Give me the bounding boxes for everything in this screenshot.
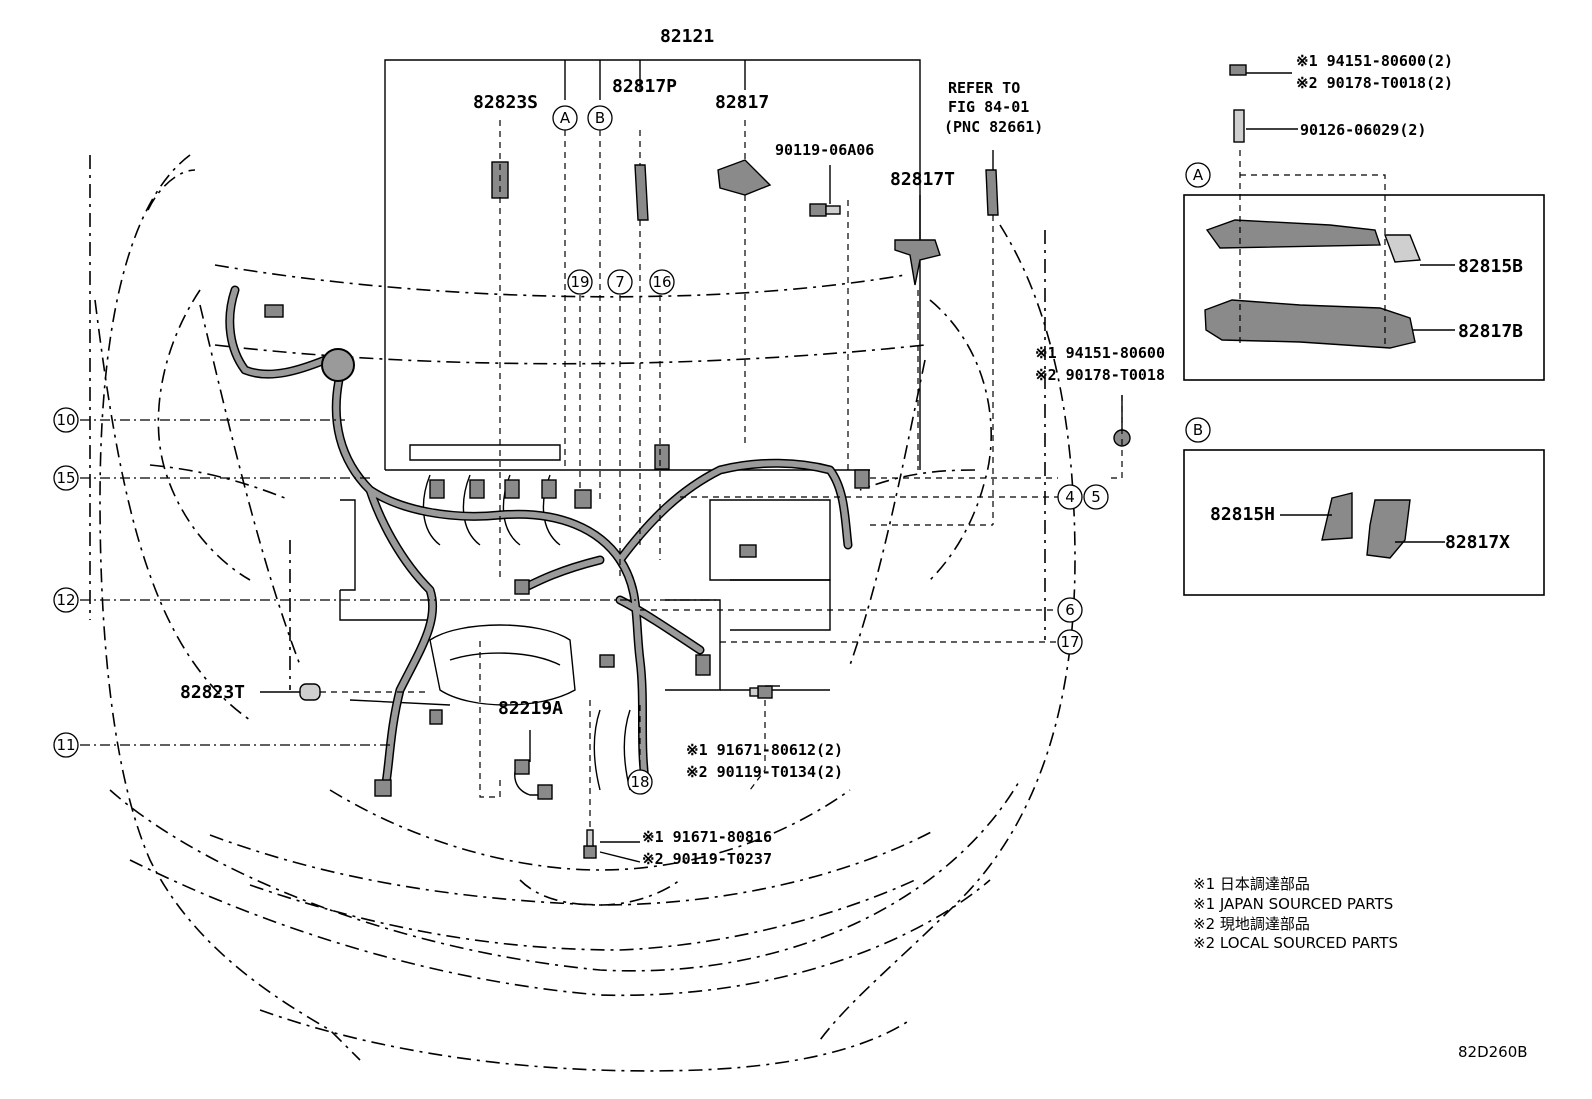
detail-box-a [1183, 150, 1545, 381]
legend-line-4: ※2 LOCAL SOURCED PARTS [1193, 934, 1398, 952]
circle-15: 15 [53, 465, 79, 491]
part-82817-icon [717, 159, 772, 196]
label-mid-2: ※2 90178-T0018 [1035, 366, 1165, 384]
label-low-2: ※2 90119-T0134(2) [686, 763, 843, 781]
circle-a: A [552, 105, 578, 131]
callout-circles: A B 19 7 16 10 15 12 11 4 5 6 17 18 A B [53, 105, 1211, 795]
label-low-1: ※1 91671-80612(2) [686, 741, 843, 759]
legend: ※1 日本調達部品 ※1 JAPAN SOURCED PARTS ※2 現地調達… [1193, 875, 1398, 952]
legend-line-3: ※2 現地調達部品 [1193, 915, 1310, 933]
svg-text:B: B [1193, 421, 1203, 439]
circle-17: 17 [1057, 629, 1083, 655]
circle-11: 11 [53, 732, 79, 758]
svg-text:11: 11 [56, 736, 75, 754]
part-labels: 82121 82823S 82817P 82817 82817T REFER T… [180, 26, 1523, 868]
label-82815b: 82815B [1458, 256, 1523, 277]
circle-12: 12 [53, 587, 79, 613]
svg-text:17: 17 [1060, 633, 1079, 651]
circle-6: 6 [1057, 597, 1083, 623]
svg-text:10: 10 [56, 411, 75, 429]
circle-10: 10 [53, 407, 79, 433]
wire-harness [225, 285, 870, 800]
part-82823t-icon [299, 683, 321, 701]
label-top-2: ※2 90178-T0018(2) [1296, 74, 1453, 92]
circle-b: B [587, 105, 613, 131]
label-refer-3: (PNC 82661) [944, 118, 1043, 136]
stud-top-icon [1233, 109, 1245, 143]
circle-box-b: B [1185, 417, 1211, 443]
svg-text:12: 12 [56, 591, 75, 609]
label-82121: 82121 [660, 26, 714, 47]
label-82823t: 82823T [180, 682, 245, 703]
svg-text:B: B [595, 109, 605, 127]
legend-line-2: ※1 JAPAN SOURCED PARTS [1193, 895, 1393, 913]
svg-text:19: 19 [570, 273, 589, 291]
label-82817p: 82817P [612, 76, 677, 97]
label-top-3: 90126-06029(2) [1300, 121, 1426, 139]
circle-4: 4 [1057, 484, 1083, 510]
label-82817t: 82817T [890, 169, 955, 190]
diagram-code: 82D260B [1458, 1043, 1528, 1061]
label-bot-1: ※1 91671-80816 [642, 828, 772, 846]
label-refer-2: FIG 84-01 [948, 98, 1029, 116]
legend-line-1: ※1 日本調達部品 [1193, 875, 1310, 893]
svg-text:5: 5 [1091, 488, 1101, 506]
label-90119-06a06: 90119-06A06 [775, 141, 874, 159]
label-82815h: 82815H [1210, 504, 1275, 525]
svg-text:18: 18 [630, 773, 649, 791]
label-refer-1: REFER TO [948, 79, 1020, 97]
part-82817t-icon [894, 239, 941, 286]
nut-top-icon [1229, 64, 1247, 76]
svg-text:16: 16 [652, 273, 671, 291]
label-82823s: 82823S [473, 92, 538, 113]
circle-19: 19 [567, 269, 593, 295]
label-82219a: 82219A [498, 698, 563, 719]
label-mid-1: ※1 94151-80600 [1035, 344, 1165, 362]
label-82817x: 82817X [1445, 532, 1510, 553]
circle-18: 18 [627, 769, 653, 795]
svg-text:6: 6 [1065, 601, 1075, 619]
car-body-outline [89, 154, 1076, 1072]
circle-box-a: A [1185, 162, 1211, 188]
leader-lines [80, 72, 1455, 863]
sensor-icon [985, 169, 999, 216]
svg-text:A: A [560, 109, 571, 127]
svg-text:15: 15 [56, 469, 75, 487]
bolt-91671-80612-icon [749, 685, 773, 699]
circle-7: 7 [607, 269, 633, 295]
circle-5: 5 [1083, 484, 1109, 510]
bolt-90119-06a06-icon [809, 203, 841, 217]
circle-16: 16 [649, 269, 675, 295]
part-82817p-icon [634, 164, 649, 221]
label-82817: 82817 [715, 92, 769, 113]
svg-text:4: 4 [1065, 488, 1075, 506]
bolt-91671-80816-icon [583, 829, 597, 859]
label-bot-2: ※2 90119-T0237 [642, 850, 772, 868]
detail-box-b [1183, 449, 1545, 596]
svg-text:A: A [1193, 166, 1204, 184]
label-top-1: ※1 94151-80600(2) [1296, 52, 1453, 70]
svg-text:7: 7 [615, 273, 625, 291]
label-82817b: 82817B [1458, 321, 1523, 342]
